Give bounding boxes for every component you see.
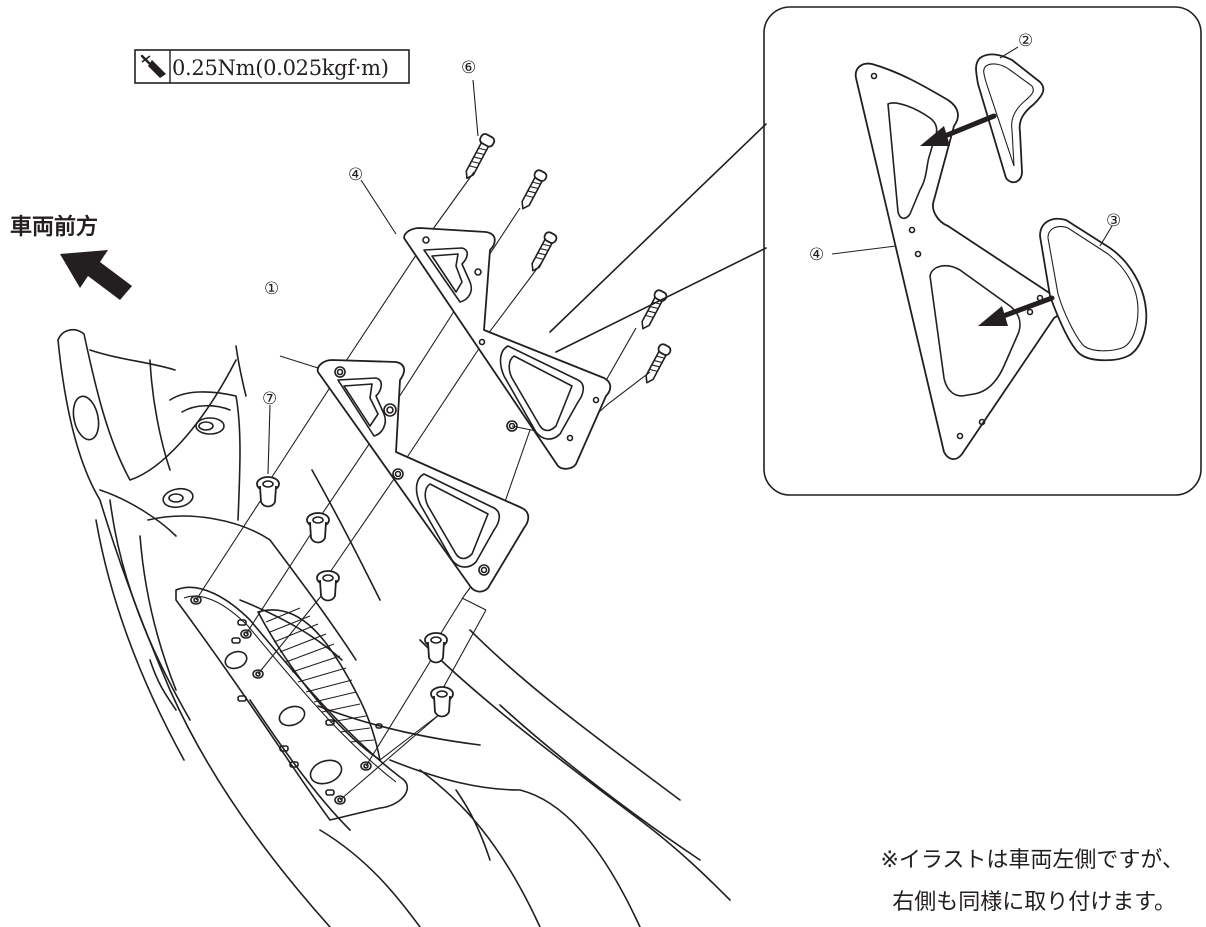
callout-3: ③ xyxy=(1106,211,1121,231)
inset-leader-bottom xyxy=(555,247,767,353)
vehicle-body xyxy=(57,328,731,927)
note-line-1: ※イラストは車両左側ですが、 xyxy=(880,848,1184,873)
callout-leaders xyxy=(267,46,1113,475)
plate-4-main xyxy=(403,227,612,470)
note-line-2: 右側も同様に取り付けます。 xyxy=(892,890,1176,915)
callout-4-main: ④ xyxy=(348,165,363,185)
floor-plate xyxy=(175,586,409,821)
callout-2: ② xyxy=(1018,31,1033,51)
plate-4-inset xyxy=(854,62,1062,460)
callout-4-inset: ④ xyxy=(809,245,824,265)
callout-1: ① xyxy=(264,279,279,299)
callout-6: ⑥ xyxy=(461,58,476,78)
front-direction-label: 車両前方 xyxy=(10,215,99,240)
inset-leader-top xyxy=(549,123,767,333)
torque-wrench-icon xyxy=(140,54,166,78)
callout-7: ⑦ xyxy=(262,389,277,409)
inset-arrows xyxy=(920,113,1055,326)
inset-box xyxy=(763,6,1202,496)
patch-2 xyxy=(975,53,1045,184)
patch-3 xyxy=(1039,217,1148,362)
torque-box xyxy=(134,49,410,84)
front-direction-arrow xyxy=(60,250,132,300)
torque-spec-text: 0.25Nm(0.025kgf·m) xyxy=(172,56,389,80)
plate-1-main xyxy=(316,359,530,593)
grommets xyxy=(256,476,454,718)
